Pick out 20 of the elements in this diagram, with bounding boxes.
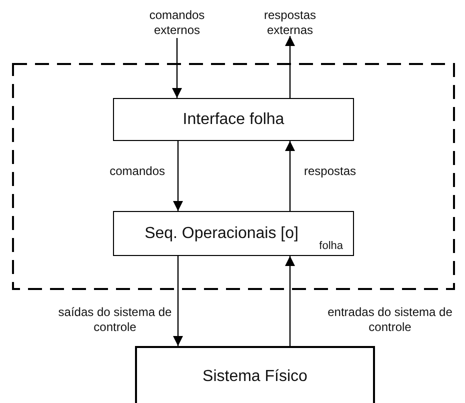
arrow: [285, 141, 295, 211]
arrow: [172, 38, 182, 98]
arrow: [285, 256, 295, 346]
arrow: [173, 256, 183, 346]
box-label: Seq. Operacionais [o]: [144, 224, 298, 242]
arrow: [173, 141, 183, 211]
edge-label: comandos externos: [148, 8, 206, 38]
process-box: [113, 98, 354, 141]
subscript-label: folha: [319, 240, 343, 252]
arrow: [285, 36, 295, 98]
dashed-boundary: [12, 63, 455, 290]
process-box: [135, 346, 375, 403]
edge-label: saídas do sistema de controle: [57, 305, 173, 335]
edge-label: comandos: [108, 164, 165, 179]
process-box: [113, 211, 354, 256]
edge-label: respostas externas: [262, 8, 318, 38]
edge-label: entradas do sistema de controle: [326, 305, 454, 335]
box-label: Interface folha: [182, 110, 284, 128]
box-label: Sistema Físico: [202, 368, 308, 386]
edge-label: respostas: [304, 164, 358, 179]
